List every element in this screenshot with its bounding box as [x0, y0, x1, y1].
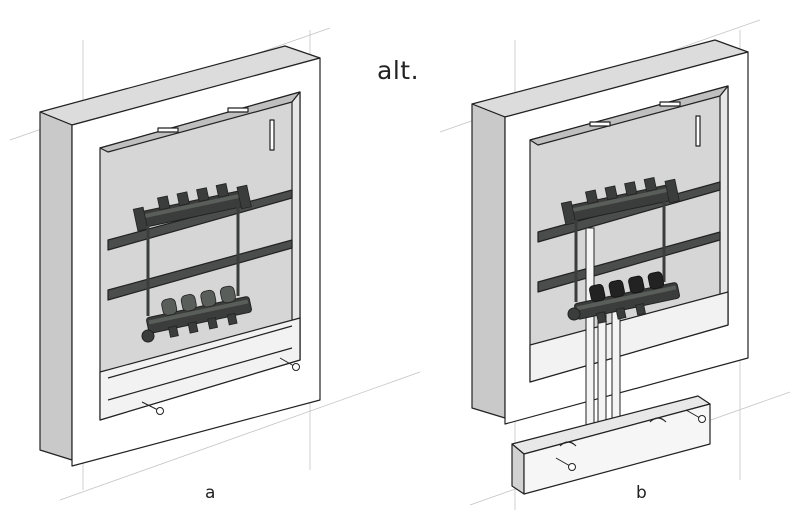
screws-b [555, 409, 706, 471]
cabinet-a [39, 45, 321, 467]
manifold-a [132, 183, 253, 343]
cover-tray-b [511, 395, 711, 495]
screws-a [141, 357, 300, 415]
cabinet-b [471, 39, 749, 425]
illustration-label-b: b [636, 483, 647, 503]
illustration-label-a: a [205, 483, 216, 503]
alternative-label: alt. [377, 56, 420, 85]
manifold-b [560, 177, 681, 324]
